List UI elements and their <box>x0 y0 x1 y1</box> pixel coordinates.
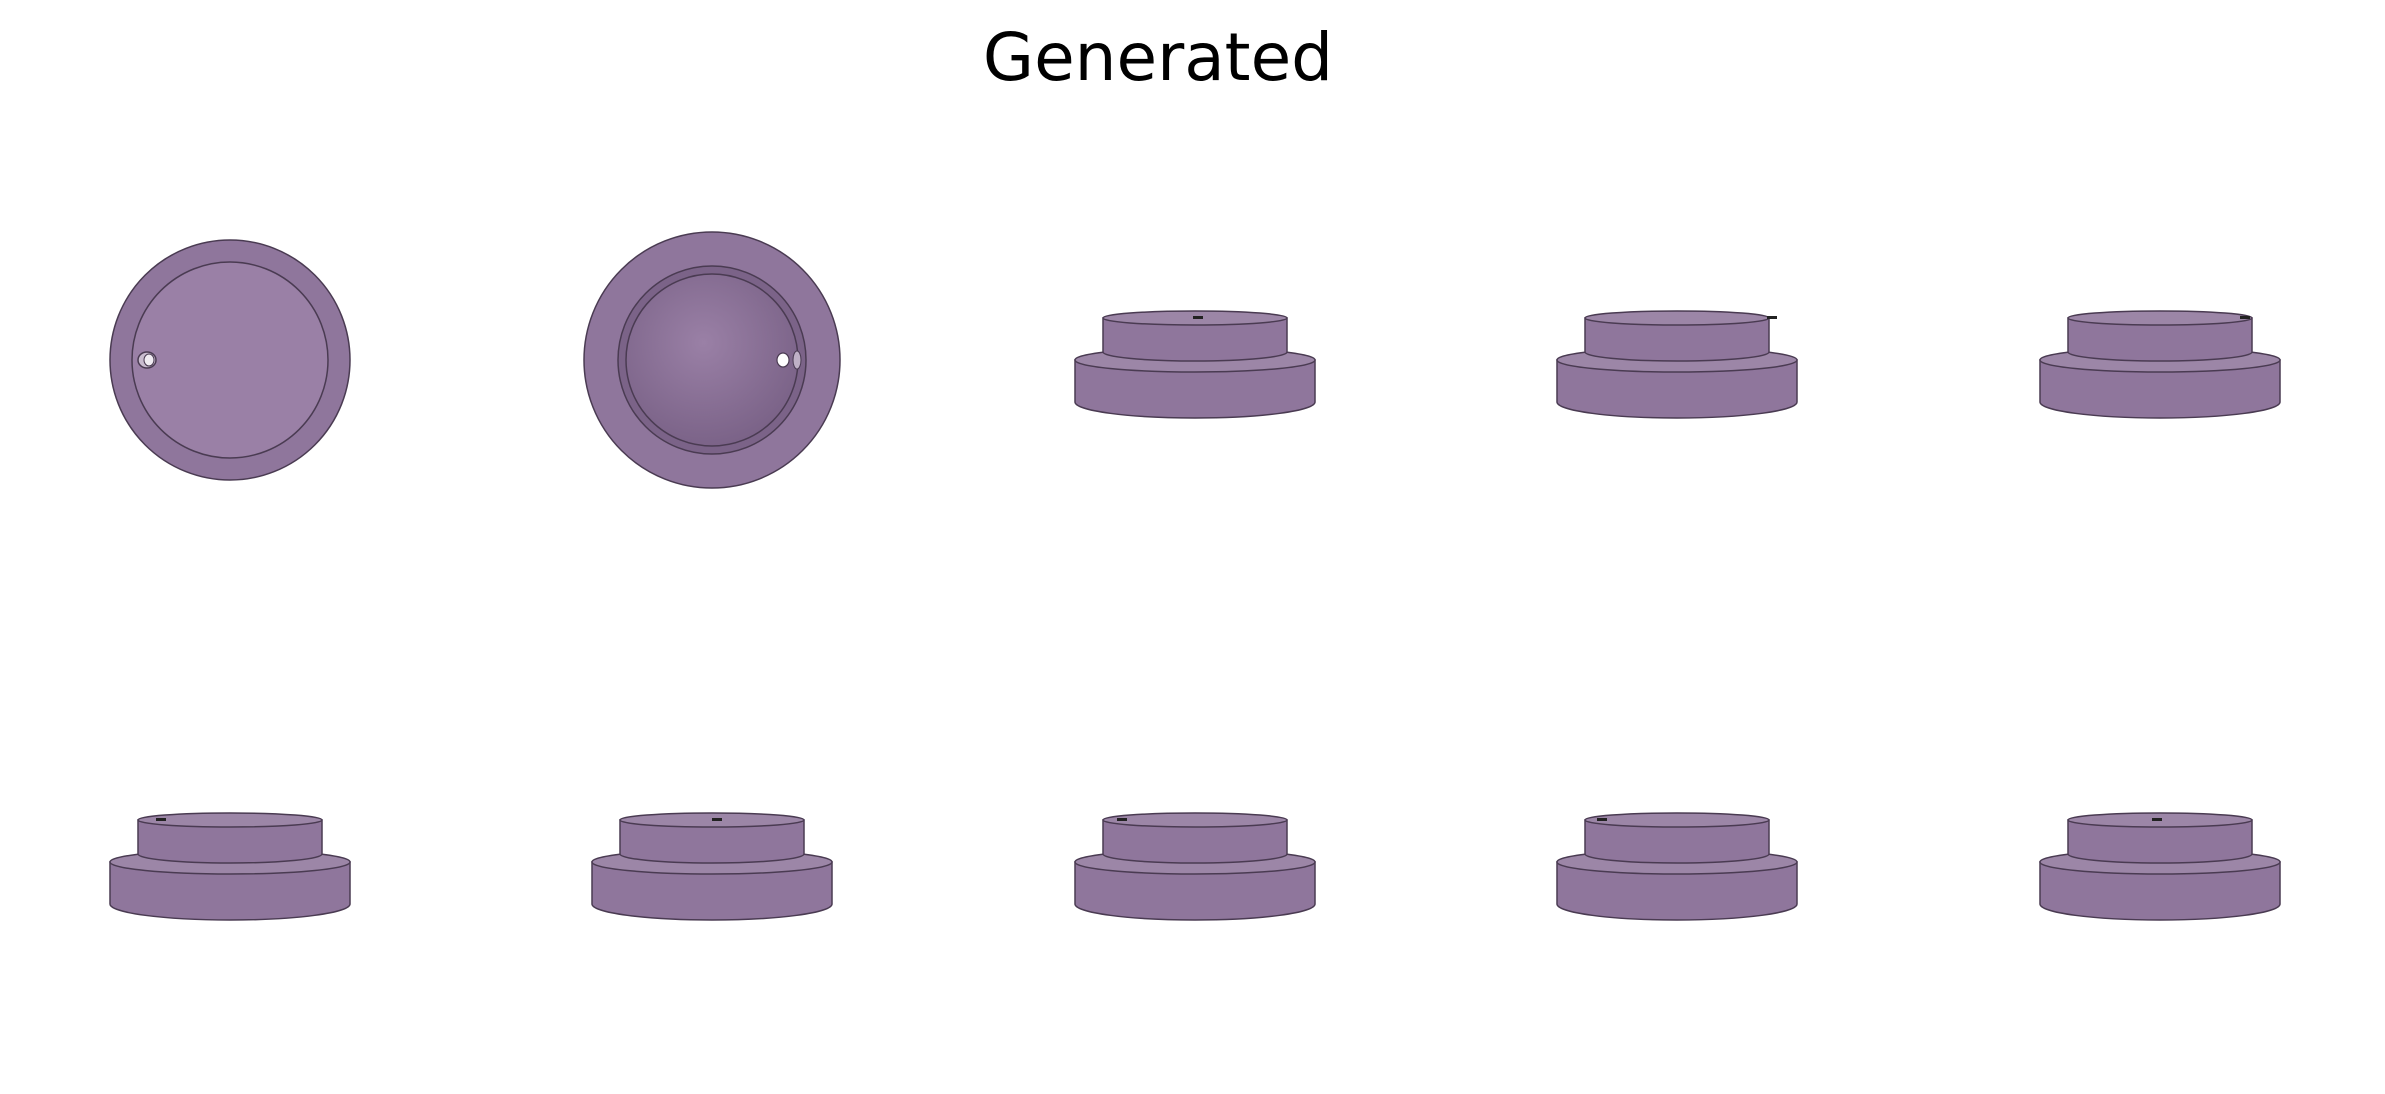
render-view-7 <box>492 642 932 1082</box>
render-view-10 <box>1940 642 2380 1082</box>
cap-side-view-icon <box>109 812 351 921</box>
render-view-8 <box>975 642 1415 1082</box>
render-view-1 <box>10 140 450 580</box>
cap-side-view-icon <box>1556 812 1798 921</box>
cap-bottom-view-icon <box>583 231 841 489</box>
cap-side-view-icon <box>591 812 833 921</box>
render-view-3 <box>975 140 1415 580</box>
cap-side-view-icon <box>1556 310 1798 419</box>
render-view-6 <box>10 642 450 1082</box>
cap-side-view-icon <box>1074 310 1316 419</box>
render-view-5 <box>1940 140 2380 580</box>
cap-side-view-icon <box>2039 310 2281 419</box>
page-title: Generated <box>982 19 1334 96</box>
cap-side-view-icon <box>2039 812 2281 921</box>
render-view-9 <box>1457 642 1897 1082</box>
render-view-2 <box>492 140 932 580</box>
render-view-4 <box>1457 140 1897 580</box>
cap-top-view-icon <box>109 239 351 481</box>
cap-side-view-icon <box>1074 812 1316 921</box>
